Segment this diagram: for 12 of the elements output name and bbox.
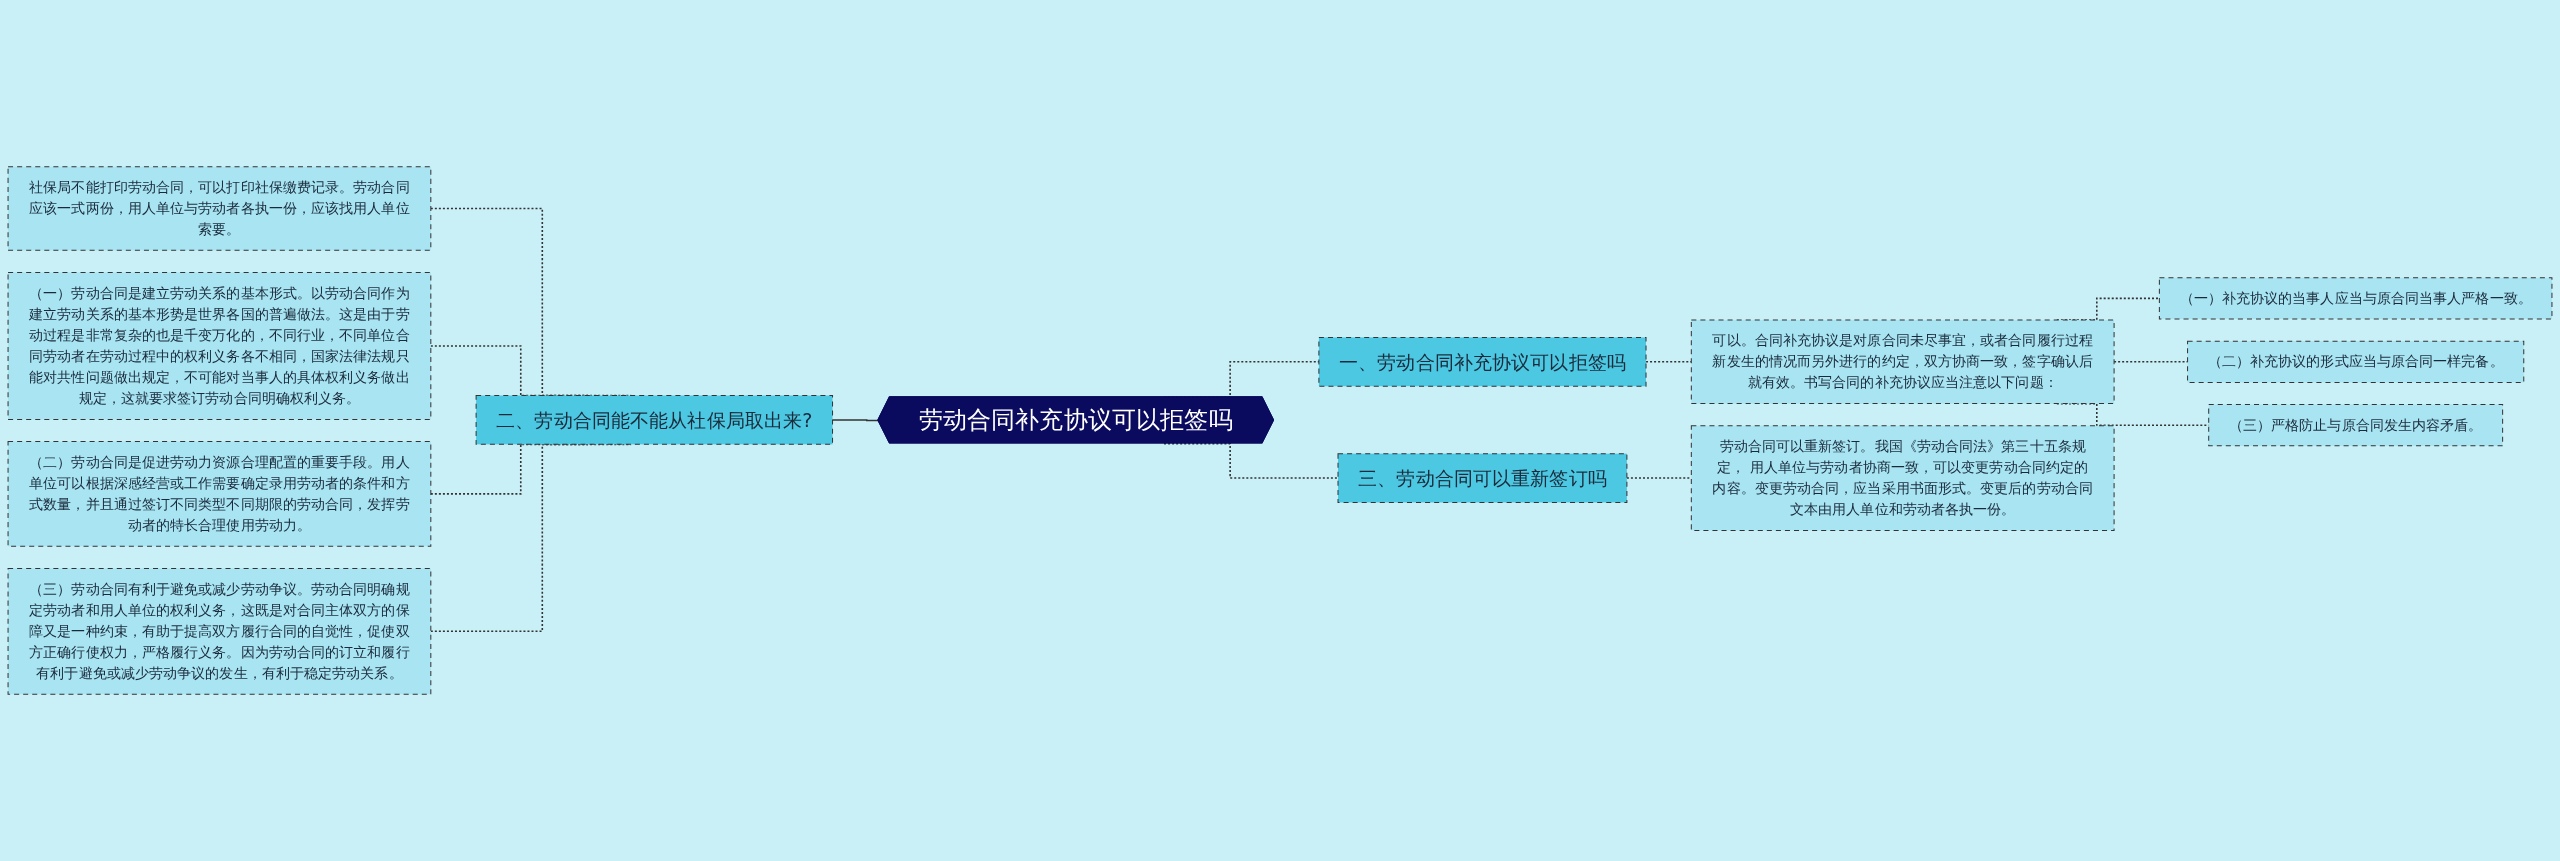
node-box: 劳动合同可以重新签订。我国《劳动合同法》第三十五条规定， 用人单位与劳动者协商一致，可以变更劳动合同约定的内容。变更劳动合同，应当采用书面形式。变更后的劳动合同文本由用人单位和劳动者各执一份。 bbox=[1690, 425, 2115, 531]
node-box: （一）补充协议的当事人应当与原合同当事人严格一致。 bbox=[2158, 277, 2553, 320]
node-box: 一、劳动合同补充协议可以拒签吗 bbox=[1318, 336, 1647, 387]
node-box: （三）严格防止与原合同发生内容矛盾。 bbox=[2208, 404, 2504, 447]
node-box: 可以。合同补充协议是对原合同未尽事宜，或者合同履行过程新发生的情况而另外进行的约定，双方协商一致，签字确认后就有效。书写合同的补充协议应当注意以下问题： bbox=[1690, 319, 2115, 405]
node-box: （三）劳动合同有利于避免或减少劳动争议。劳动合同明确规定劳动者和用人单位的权利义务，这既是对合同主体双方的保障又是一种约束，有助于提高双方履行合同的自觉性，促使双方正确行使权力，严格履行义务。因为劳动合同的订立和履行有利于避免或减少劳动争议的发生，有利于稳定劳动关系。 bbox=[7, 567, 432, 695]
node-box: （一）劳动合同是建立劳动关系的基本形式。以劳动合同作为建立劳动关系的基本形势是世界各国的普遍做法。这是由于劳动过程是非常复杂的也是千变万化的，不同行业，不同单位合同劳动者在劳动过程中的权利义务各不相同，国家法律法规只能对共性问题做出规定，不可能对当事人的具体权利义务做出规定，这就要求签订劳动合同明确权利义务。 bbox=[7, 271, 432, 420]
node-box: 社保局不能打印劳动合同，可以打印社保缴费记录。劳动合同应该一式两份，用人单位与劳动者各执一份，应该找用人单位索要。 bbox=[7, 166, 432, 251]
node-box: （二）补充协议的形式应当与原合同一样完备。 bbox=[2187, 340, 2525, 383]
node-box: 二、劳动合同能不能从社保局取出来? bbox=[475, 395, 834, 445]
node-box: 三、劳动合同可以重新签订吗 bbox=[1337, 453, 1628, 503]
node-box: （二）劳动合同是促进劳动力资源合理配置的重要手段。用人单位可以根据深感经营或工作需要确定录用劳动者的条件和方式数量，并且通过签订不同类型不同期限的劳动合同，发挥劳动者的特长合理使用劳动力。 bbox=[7, 441, 432, 547]
